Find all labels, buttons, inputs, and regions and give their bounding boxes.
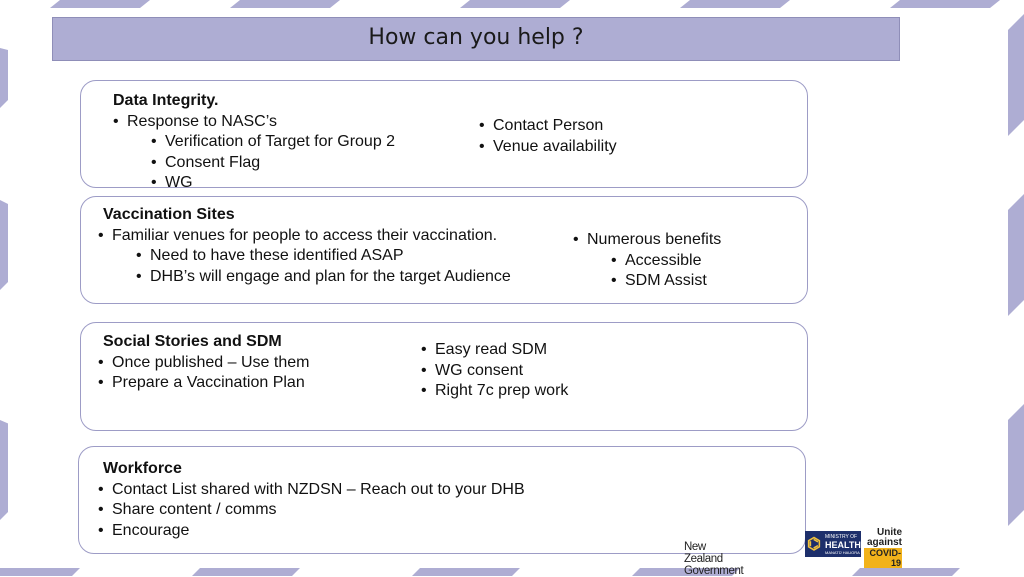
bullet-item: Prepare a Vaccination Plan xyxy=(98,373,309,394)
bullet-item: Familiar venues for people to access the… xyxy=(98,226,511,247)
koru-icon: ⌬ xyxy=(807,536,821,553)
card-left-column: Vaccination Sites Familiar venues for pe… xyxy=(98,205,511,287)
card-social-stories: Social Stories and SDM Once published – … xyxy=(80,322,808,431)
bullet-item: Encourage xyxy=(98,521,525,542)
card-right-column: Numerous benefits Accessible SDM Assist xyxy=(573,230,721,292)
bullet-item: Once published – Use them xyxy=(98,353,309,374)
card-heading: Workforce xyxy=(103,460,182,477)
card-heading: Data Integrity. xyxy=(113,92,219,109)
bullet-item: Right 7c prep work xyxy=(421,381,568,402)
title-bar: How can you help ? xyxy=(52,17,900,61)
bullet-item: Contact Person xyxy=(479,116,617,137)
stripe xyxy=(1008,194,1024,316)
bullet-subitem: SDM Assist xyxy=(573,271,721,292)
stripe xyxy=(192,568,300,576)
bullet-subitem: DHB’s will engage and plan for the targe… xyxy=(98,267,511,288)
bullet-item: Numerous benefits xyxy=(573,230,721,251)
bullet-item: WG consent xyxy=(421,361,568,382)
card-left-column: Data Integrity. Response to NASC’s Verif… xyxy=(113,91,395,194)
ministry-of-health-logo: ⌬ MINISTRY OF HEALTH MANATŪ HAUORA xyxy=(805,531,861,557)
stripe xyxy=(412,568,520,576)
stripe xyxy=(632,568,740,576)
bullet-item: Share content / comms xyxy=(98,500,525,521)
card-right-column: Easy read SDM WG consent Right 7c prep w… xyxy=(421,340,568,402)
card-left-column: Social Stories and SDM Once published – … xyxy=(98,332,309,394)
card-heading: Vaccination Sites xyxy=(103,206,235,223)
card-workforce: Workforce Contact List shared with NZDSN… xyxy=(78,446,806,554)
stripe xyxy=(680,0,790,8)
bullet-subitem: WG xyxy=(113,173,395,194)
card-left-column: Workforce Contact List shared with NZDSN… xyxy=(98,459,525,541)
card-vaccination-sites: Vaccination Sites Familiar venues for pe… xyxy=(80,196,808,304)
card-right-column: Contact Person Venue availability xyxy=(479,116,617,157)
card-data-integrity: Data Integrity. Response to NASC’s Verif… xyxy=(80,80,808,191)
slide-title: How can you help ? xyxy=(368,25,584,50)
stripe xyxy=(890,0,1000,8)
bullet-subitem: Verification of Target for Group 2 xyxy=(113,132,395,153)
stripe xyxy=(230,0,340,8)
stripe xyxy=(1008,404,1024,526)
stripe xyxy=(460,0,570,8)
stripe xyxy=(0,568,80,576)
stripe xyxy=(1008,14,1024,136)
bullet-item: Easy read SDM xyxy=(421,340,568,361)
bullet-subitem: Consent Flag xyxy=(113,153,395,174)
bullet-item: Response to NASC’s xyxy=(113,112,395,133)
unite-against-covid-logo: Unite against COVID-19 xyxy=(864,528,902,568)
bullet-subitem: Need to have these identified ASAP xyxy=(98,246,511,267)
bullet-item: Venue availability xyxy=(479,137,617,158)
stripe xyxy=(852,568,960,576)
nz-government-logo: New Zealand Government xyxy=(684,541,744,577)
stripe xyxy=(50,0,150,8)
bullet-subitem: Accessible xyxy=(573,251,721,272)
bullet-item: Contact List shared with NZDSN – Reach o… xyxy=(98,480,525,501)
card-heading: Social Stories and SDM xyxy=(103,333,282,350)
